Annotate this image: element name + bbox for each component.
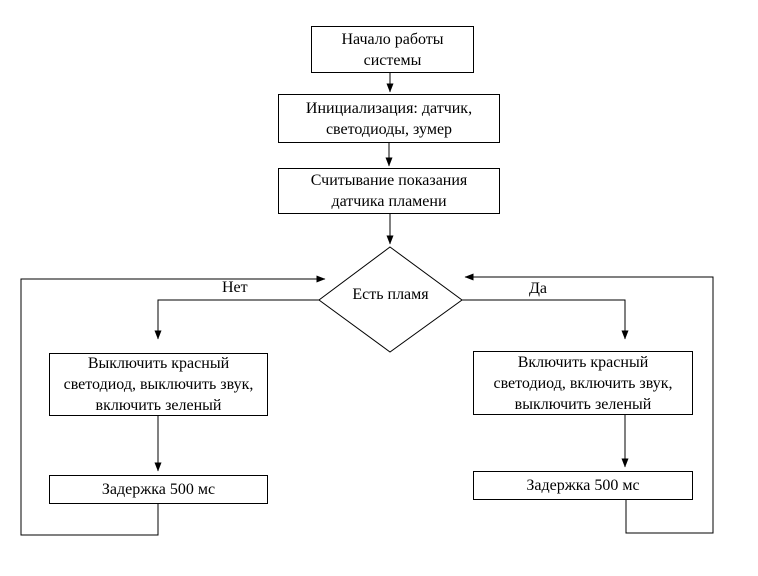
node-start: Начало работы системы [311,26,474,73]
node-decision-label: Есть пламя [352,286,429,303]
edge-yes-loopback [464,273,714,534]
node-read-sensor: Считывание показания датчика пламени [278,168,500,214]
edge-label-no: Нет [222,279,248,296]
node-yes-delay: Задержка 500 мс [473,471,693,500]
edge-no-branch [154,299,319,340]
decision-diamond [318,246,463,353]
node-no-delay: Задержка 500 мс [49,475,268,504]
node-yes-action: Включить красный светодиод, включить зву… [473,351,693,415]
edge-no-loopback [20,275,326,536]
edge-yes-branch [462,299,629,340]
node-initialization: Инициализация: датчик, светодиоды, зумер [278,94,500,143]
node-no-action: Выключить красный светодиод, выключить з… [49,353,268,416]
edge-label-yes: Да [529,280,548,297]
